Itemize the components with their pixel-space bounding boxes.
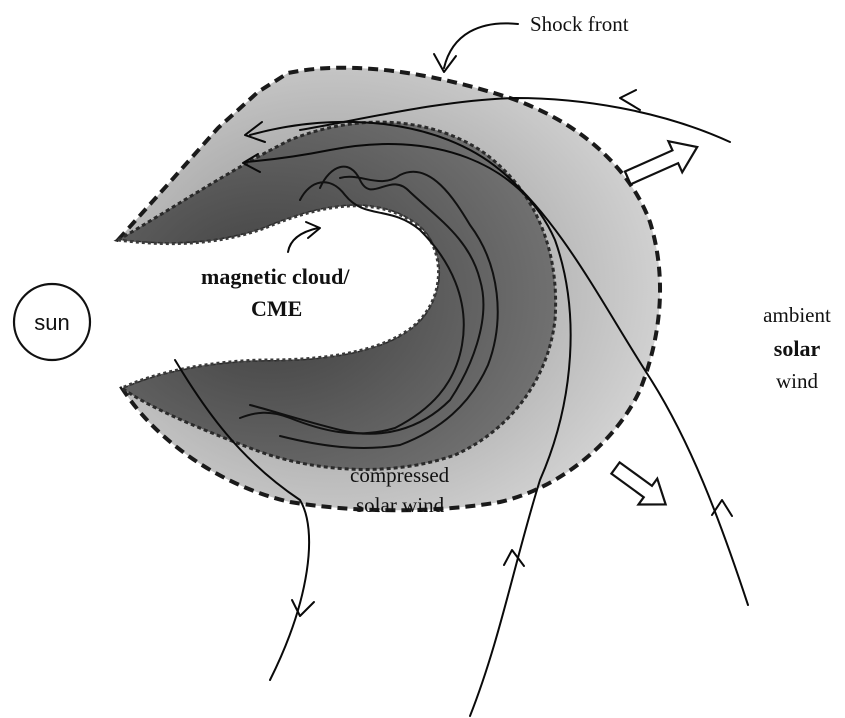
magnetic-cloud-label-line1: magnetic cloud/ [201, 264, 350, 289]
ambient-wind-label-line2: solar [774, 336, 821, 361]
shock-front-label: Shock front [530, 12, 629, 36]
field-arrow-top [620, 90, 640, 110]
field-arrow-bottom-left [292, 600, 314, 616]
field-arrow-bottom-mid [504, 550, 524, 566]
ambient-wind-label-line3: wind [776, 369, 819, 393]
expansion-arrow-upper [621, 131, 704, 193]
sun-label: sun [34, 310, 69, 335]
ambient-wind-label-line1: ambient [763, 303, 831, 327]
shock-front-pointer [444, 23, 518, 68]
expansion-arrow-lower [606, 455, 675, 517]
compressed-wind-label-line1: compressed [350, 463, 450, 487]
magnetic-cloud-label-line2: CME [251, 296, 302, 321]
compressed-wind-label-line2: solar wind [356, 493, 445, 517]
